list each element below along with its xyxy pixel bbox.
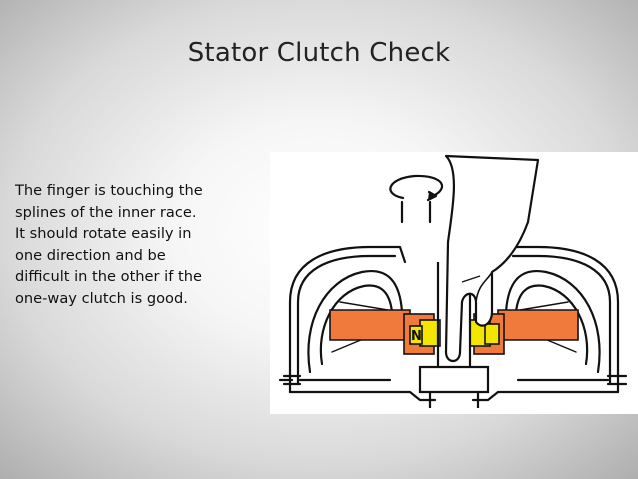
race-marker: N bbox=[411, 329, 422, 344]
body-line: one-way clutch is good. bbox=[15, 289, 188, 307]
finger-hand bbox=[444, 154, 540, 363]
body-line: one direction and be bbox=[15, 246, 166, 264]
one-way-clutch-rollers: N bbox=[409, 319, 500, 347]
rotation-arrow-icon bbox=[389, 174, 443, 224]
housing-left bbox=[278, 245, 437, 402]
housing-right bbox=[471, 245, 628, 402]
stator-clutch-illustration: N bbox=[270, 152, 638, 414]
body-line: splines of the inner race. bbox=[15, 203, 197, 221]
turbine-bowl bbox=[307, 269, 404, 374]
body-text: The finger is touching the splines of th… bbox=[15, 180, 265, 309]
body-line: difficult in the other if the bbox=[15, 268, 202, 285]
slide-title: Stator Clutch Check bbox=[187, 38, 451, 68]
torque-converter-drawing: N bbox=[278, 154, 628, 408]
body-line: It should rotate easily in bbox=[15, 225, 192, 242]
pump-bowl bbox=[504, 269, 601, 374]
body-line: The finger is touching the bbox=[15, 182, 203, 199]
